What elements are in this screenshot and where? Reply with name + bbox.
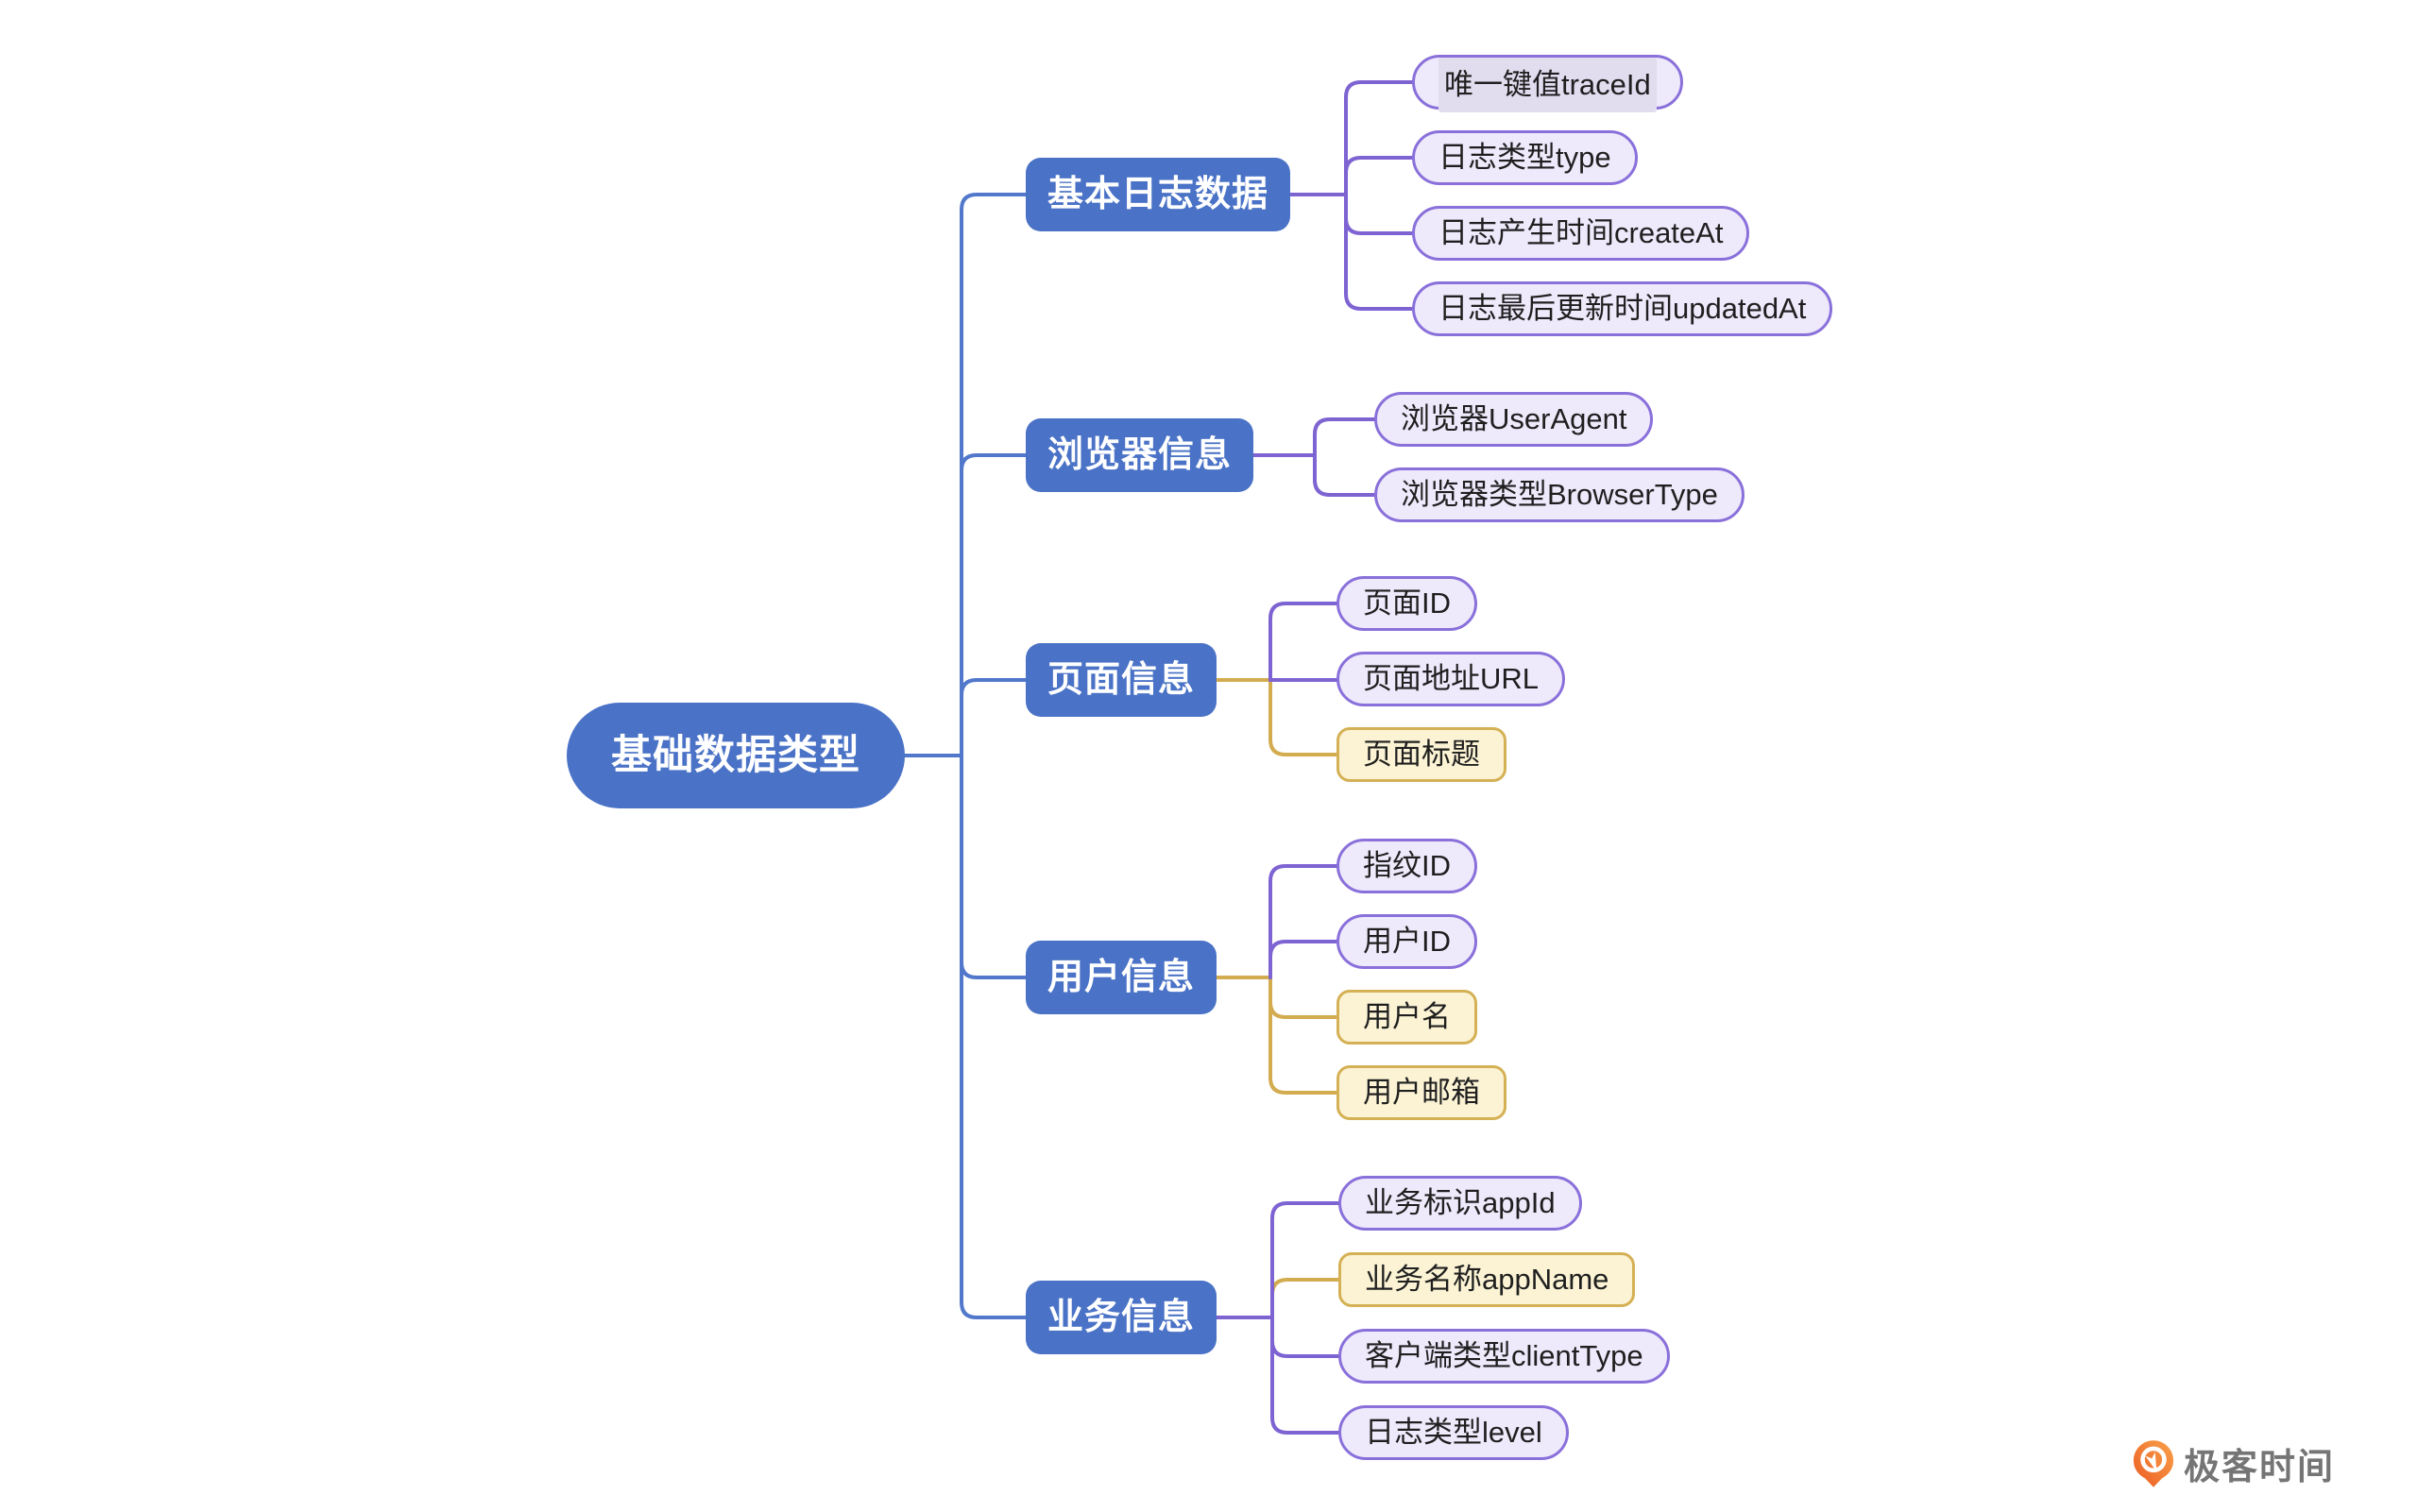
child-node-user-info-0[interactable]: 指纹ID	[1336, 839, 1477, 893]
child-node-business-info-0[interactable]: 业务标识appId	[1338, 1176, 1582, 1231]
child-node-page-info-0-label: 页面ID	[1363, 586, 1451, 620]
child-node-page-info-1-label: 页面地址URL	[1363, 662, 1540, 695]
child-node-business-info-1[interactable]: 业务名称appName	[1338, 1252, 1636, 1307]
child-node-browser-info-0[interactable]: 浏览器UserAgent	[1374, 392, 1654, 447]
child-node-basic-log-data-1[interactable]: 日志类型type	[1412, 130, 1638, 185]
child-node-basic-log-data-3-label: 日志最后更新时间updatedAt	[1438, 292, 1807, 325]
child-node-basic-log-data-2[interactable]: 日志产生时间createAt	[1412, 206, 1750, 261]
branch-node-business-info[interactable]: 业务信息	[1026, 1281, 1217, 1354]
child-node-page-info-1[interactable]: 页面地址URL	[1336, 652, 1566, 706]
branch-node-page-info-label: 页面信息	[1047, 660, 1196, 700]
child-node-business-info-2-label: 客户端类型clientType	[1365, 1339, 1643, 1372]
branch-node-basic-log-data-label: 基本日志数据	[1047, 175, 1269, 214]
child-node-basic-log-data-0[interactable]: 唯一键值traceId	[1412, 55, 1683, 112]
child-node-browser-info-1-label: 浏览器类型BrowserType	[1401, 478, 1718, 511]
geektime-logo-text: 极客时间	[2184, 1448, 2336, 1487]
child-node-basic-log-data-2-label: 日志产生时间createAt	[1438, 216, 1724, 249]
child-node-basic-log-data-3[interactable]: 日志最后更新时间updatedAt	[1412, 281, 1833, 336]
branch-node-business-info-label: 业务信息	[1047, 1298, 1196, 1337]
branch-node-page-info[interactable]: 页面信息	[1026, 643, 1217, 717]
branch-node-user-info-label: 用户信息	[1047, 958, 1196, 997]
geektime-logo-icon	[2133, 1439, 2174, 1487]
child-node-basic-log-data-1-label: 日志类型type	[1438, 141, 1611, 174]
child-node-business-info-1-label: 业务名称appName	[1365, 1263, 1609, 1296]
child-node-browser-info-0-label: 浏览器UserAgent	[1401, 402, 1627, 435]
child-node-user-info-3[interactable]: 用户邮箱	[1336, 1065, 1506, 1120]
child-node-business-info-3[interactable]: 日志类型level	[1338, 1405, 1569, 1460]
branch-node-user-info[interactable]: 用户信息	[1026, 941, 1217, 1014]
child-node-user-info-2[interactable]: 用户名	[1336, 990, 1477, 1045]
branch-node-browser-info[interactable]: 浏览器信息	[1026, 418, 1254, 492]
root-node-base-data-types[interactable]: 基础数据类型	[567, 703, 905, 808]
child-node-page-info-2-label: 页面标题	[1363, 738, 1480, 771]
child-node-browser-info-1[interactable]: 浏览器类型BrowserType	[1374, 467, 1745, 522]
child-node-business-info-2[interactable]: 客户端类型clientType	[1338, 1329, 1670, 1384]
branch-node-browser-info-label: 浏览器信息	[1047, 435, 1233, 475]
child-node-user-info-3-label: 用户邮箱	[1363, 1076, 1480, 1109]
child-node-user-info-1[interactable]: 用户ID	[1336, 914, 1477, 969]
child-node-business-info-3-label: 日志类型level	[1365, 1416, 1542, 1449]
child-node-business-info-0-label: 业务标识appId	[1365, 1186, 1556, 1219]
child-node-page-info-2[interactable]: 页面标题	[1336, 727, 1506, 782]
child-node-page-info-0[interactable]: 页面ID	[1336, 576, 1477, 631]
branch-node-basic-log-data[interactable]: 基本日志数据	[1026, 158, 1291, 231]
child-node-user-info-0-label: 指纹ID	[1363, 849, 1451, 882]
child-node-basic-log-data-0-label: 唯一键值traceId	[1438, 58, 1657, 112]
geektime-logo: 极客时间	[2133, 1437, 2335, 1489]
child-node-user-info-2-label: 用户名	[1363, 1000, 1451, 1033]
root-node-base-data-types-label: 基础数据类型	[611, 733, 860, 778]
child-node-user-info-1-label: 用户ID	[1363, 925, 1451, 958]
